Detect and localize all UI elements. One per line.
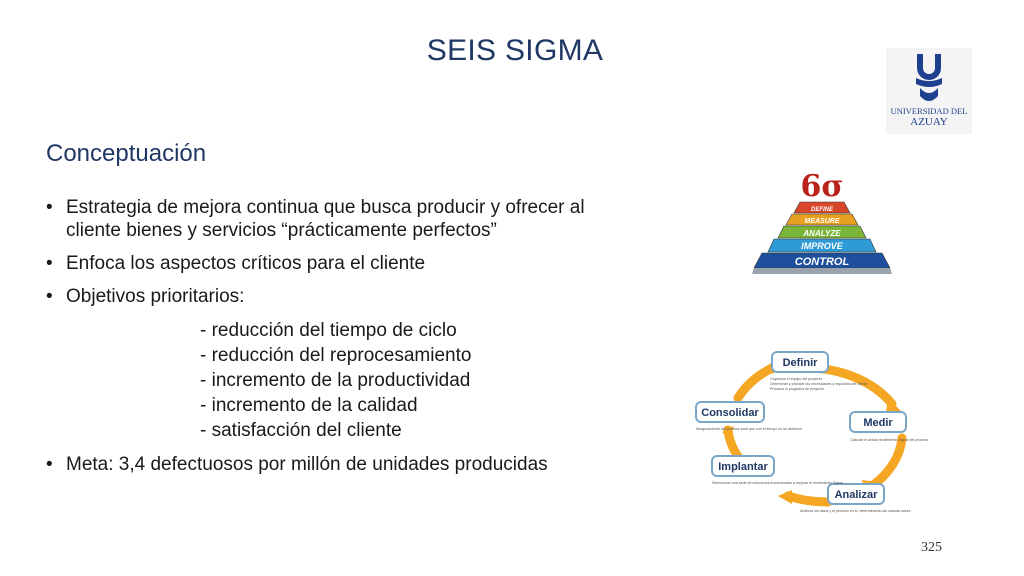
cycle-step-medir: Medir: [863, 417, 893, 429]
pyramid-base-side: [752, 268, 892, 274]
logo-emblem-icon: [916, 54, 942, 101]
cycle-arrow-1: [807, 363, 897, 409]
bullet-item: Objetivos prioritarios:: [46, 285, 616, 308]
cycle-step-box: [695, 401, 765, 423]
cycle-step-box: [771, 351, 829, 373]
page-number: 325: [921, 540, 942, 555]
cycle-note: Determinar y priorizar las necesidades y…: [770, 382, 868, 386]
pyramid-label-analyze: ANALYZE: [802, 229, 841, 238]
cycle-note: Seleccionar una serie de soluciones enca…: [712, 481, 843, 485]
objective-item: - reducción del reprocesamiento: [200, 345, 472, 366]
cycle-arrowhead: [778, 490, 792, 504]
slide-subtitle: Conceptuación: [46, 140, 207, 167]
pyramid-level-improve: [767, 238, 877, 253]
logo-text-line2: AZUAY: [910, 116, 948, 128]
university-logo: UNIVERSIDAD DEL AZUAY: [886, 48, 972, 134]
pyramid-label-define: DEFINE: [811, 207, 834, 213]
objective-item: - incremento de la productividad: [200, 370, 471, 391]
cycle-note: Analizar los datos y el proceso en sí, d…: [800, 509, 911, 513]
cycle-note: Organizar el equipo del proyecto: [770, 377, 822, 381]
slide-title: SEIS SIGMA: [426, 34, 604, 67]
bullet-item: Enfoca los aspectos críticos para el cli…: [46, 252, 616, 275]
cycle-step-consolidar: Consolidar: [701, 407, 759, 419]
cycle-arrow-3: [783, 491, 833, 507]
pyramid-label-measure: MEASURE: [804, 218, 839, 225]
bullet-item: Estrategia de mejora continua que busca …: [46, 196, 616, 242]
cycle-step-analizar: Analizar: [835, 489, 879, 501]
cycle-step-definir: Definir: [783, 357, 819, 369]
pyramid-level-define: [793, 201, 851, 214]
improvement-cycle-diagram: Definir Medir Analizar Implantar Consoli…: [695, 351, 928, 513]
cycle-arrowhead: [886, 398, 902, 412]
cycle-note: Aseguramiento del proceso para que con e…: [696, 427, 802, 431]
objectives-list: - reducción del tiempo de ciclo - reducc…: [200, 318, 616, 443]
pyramid-label-control: CONTROL: [795, 256, 850, 268]
objective-item: - satisfacción del cliente: [200, 420, 402, 441]
six-sigma-pyramid: 6σ DEFINE MEASURE ANALYZE IMPROVE CONTRO…: [752, 169, 892, 274]
objective-item: - incremento de la calidad: [200, 395, 418, 416]
bullet-item: Meta: 3,4 defectuosos por millón de unid…: [46, 453, 616, 476]
cycle-step-box: [827, 483, 885, 505]
pyramid-level-analyze: [777, 225, 867, 239]
logo-text-line1: UNIVERSIDAD DEL: [891, 106, 968, 116]
pyramid-level-measure: [785, 213, 859, 226]
cycle-step-implantar: Implantar: [718, 461, 768, 473]
objective-item: - reducción del tiempo de ciclo: [200, 320, 457, 341]
cycle-step-box: [849, 411, 907, 433]
cycle-step-box: [711, 455, 775, 477]
cycle-arrow-2: [867, 433, 907, 491]
cycle-note: Preparar el programa de proyecto: [770, 387, 824, 391]
pyramid-label-improve: IMPROVE: [801, 241, 844, 251]
cycle-arrowhead: [722, 426, 734, 440]
cycle-note: Calcular el actual rendimiento Sigma del…: [850, 438, 928, 442]
bullet-list: Estrategia de mejora continua que busca …: [46, 196, 616, 486]
six-sigma-symbol: 6σ: [801, 169, 844, 204]
